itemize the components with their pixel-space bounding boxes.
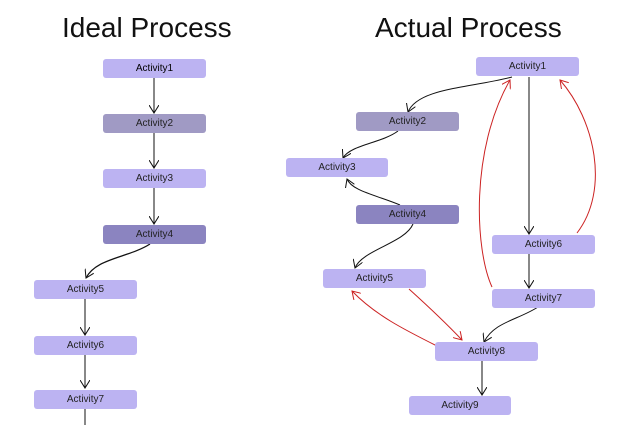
- ideal-activity7-node[interactable]: Activity7: [34, 390, 137, 409]
- actual-rework-5-8: [408, 288, 462, 340]
- actual-process-title: Actual Process: [375, 12, 562, 43]
- ideal-activity6-node[interactable]: Activity6: [34, 336, 137, 355]
- actual-activity5-node[interactable]: Activity5: [323, 269, 426, 288]
- actual-activity9-node[interactable]: Activity9: [409, 396, 511, 415]
- ideal-process-title: Ideal Process: [62, 12, 232, 43]
- actual-activity8-node[interactable]: Activity8: [435, 342, 538, 361]
- actual-activity2-node[interactable]: Activity2: [356, 112, 459, 131]
- actual-rework-7-1: [478, 80, 510, 288]
- actual-edge-2-3: [343, 130, 399, 158]
- actual-edge-4-5: [355, 223, 414, 268]
- ideal-activity4-node[interactable]: Activity4: [103, 225, 206, 244]
- actual-activity1-node[interactable]: Activity1: [476, 57, 579, 76]
- ideal-activity3-node[interactable]: Activity3: [103, 169, 206, 188]
- actual-activity4-node[interactable]: Activity4: [356, 205, 459, 224]
- ideal-activity1-node[interactable]: Activity1: [103, 59, 206, 78]
- ideal-edge-4-5: [86, 243, 151, 278]
- ideal-activity2-node[interactable]: Activity2: [103, 114, 206, 133]
- actual-rework-6-1: [560, 80, 596, 234]
- actual-edge-7-8: [484, 306, 539, 342]
- actual-activity7-node[interactable]: Activity7: [492, 289, 595, 308]
- actual-edge-4-3: [347, 179, 401, 206]
- ideal-activity5-node[interactable]: Activity5: [34, 280, 137, 299]
- actual-edge-1-2: [408, 76, 513, 112]
- actual-activity6-node[interactable]: Activity6: [492, 235, 595, 254]
- actual-activity3-node[interactable]: Activity3: [286, 158, 388, 177]
- actual-rework-8-5: [352, 291, 438, 347]
